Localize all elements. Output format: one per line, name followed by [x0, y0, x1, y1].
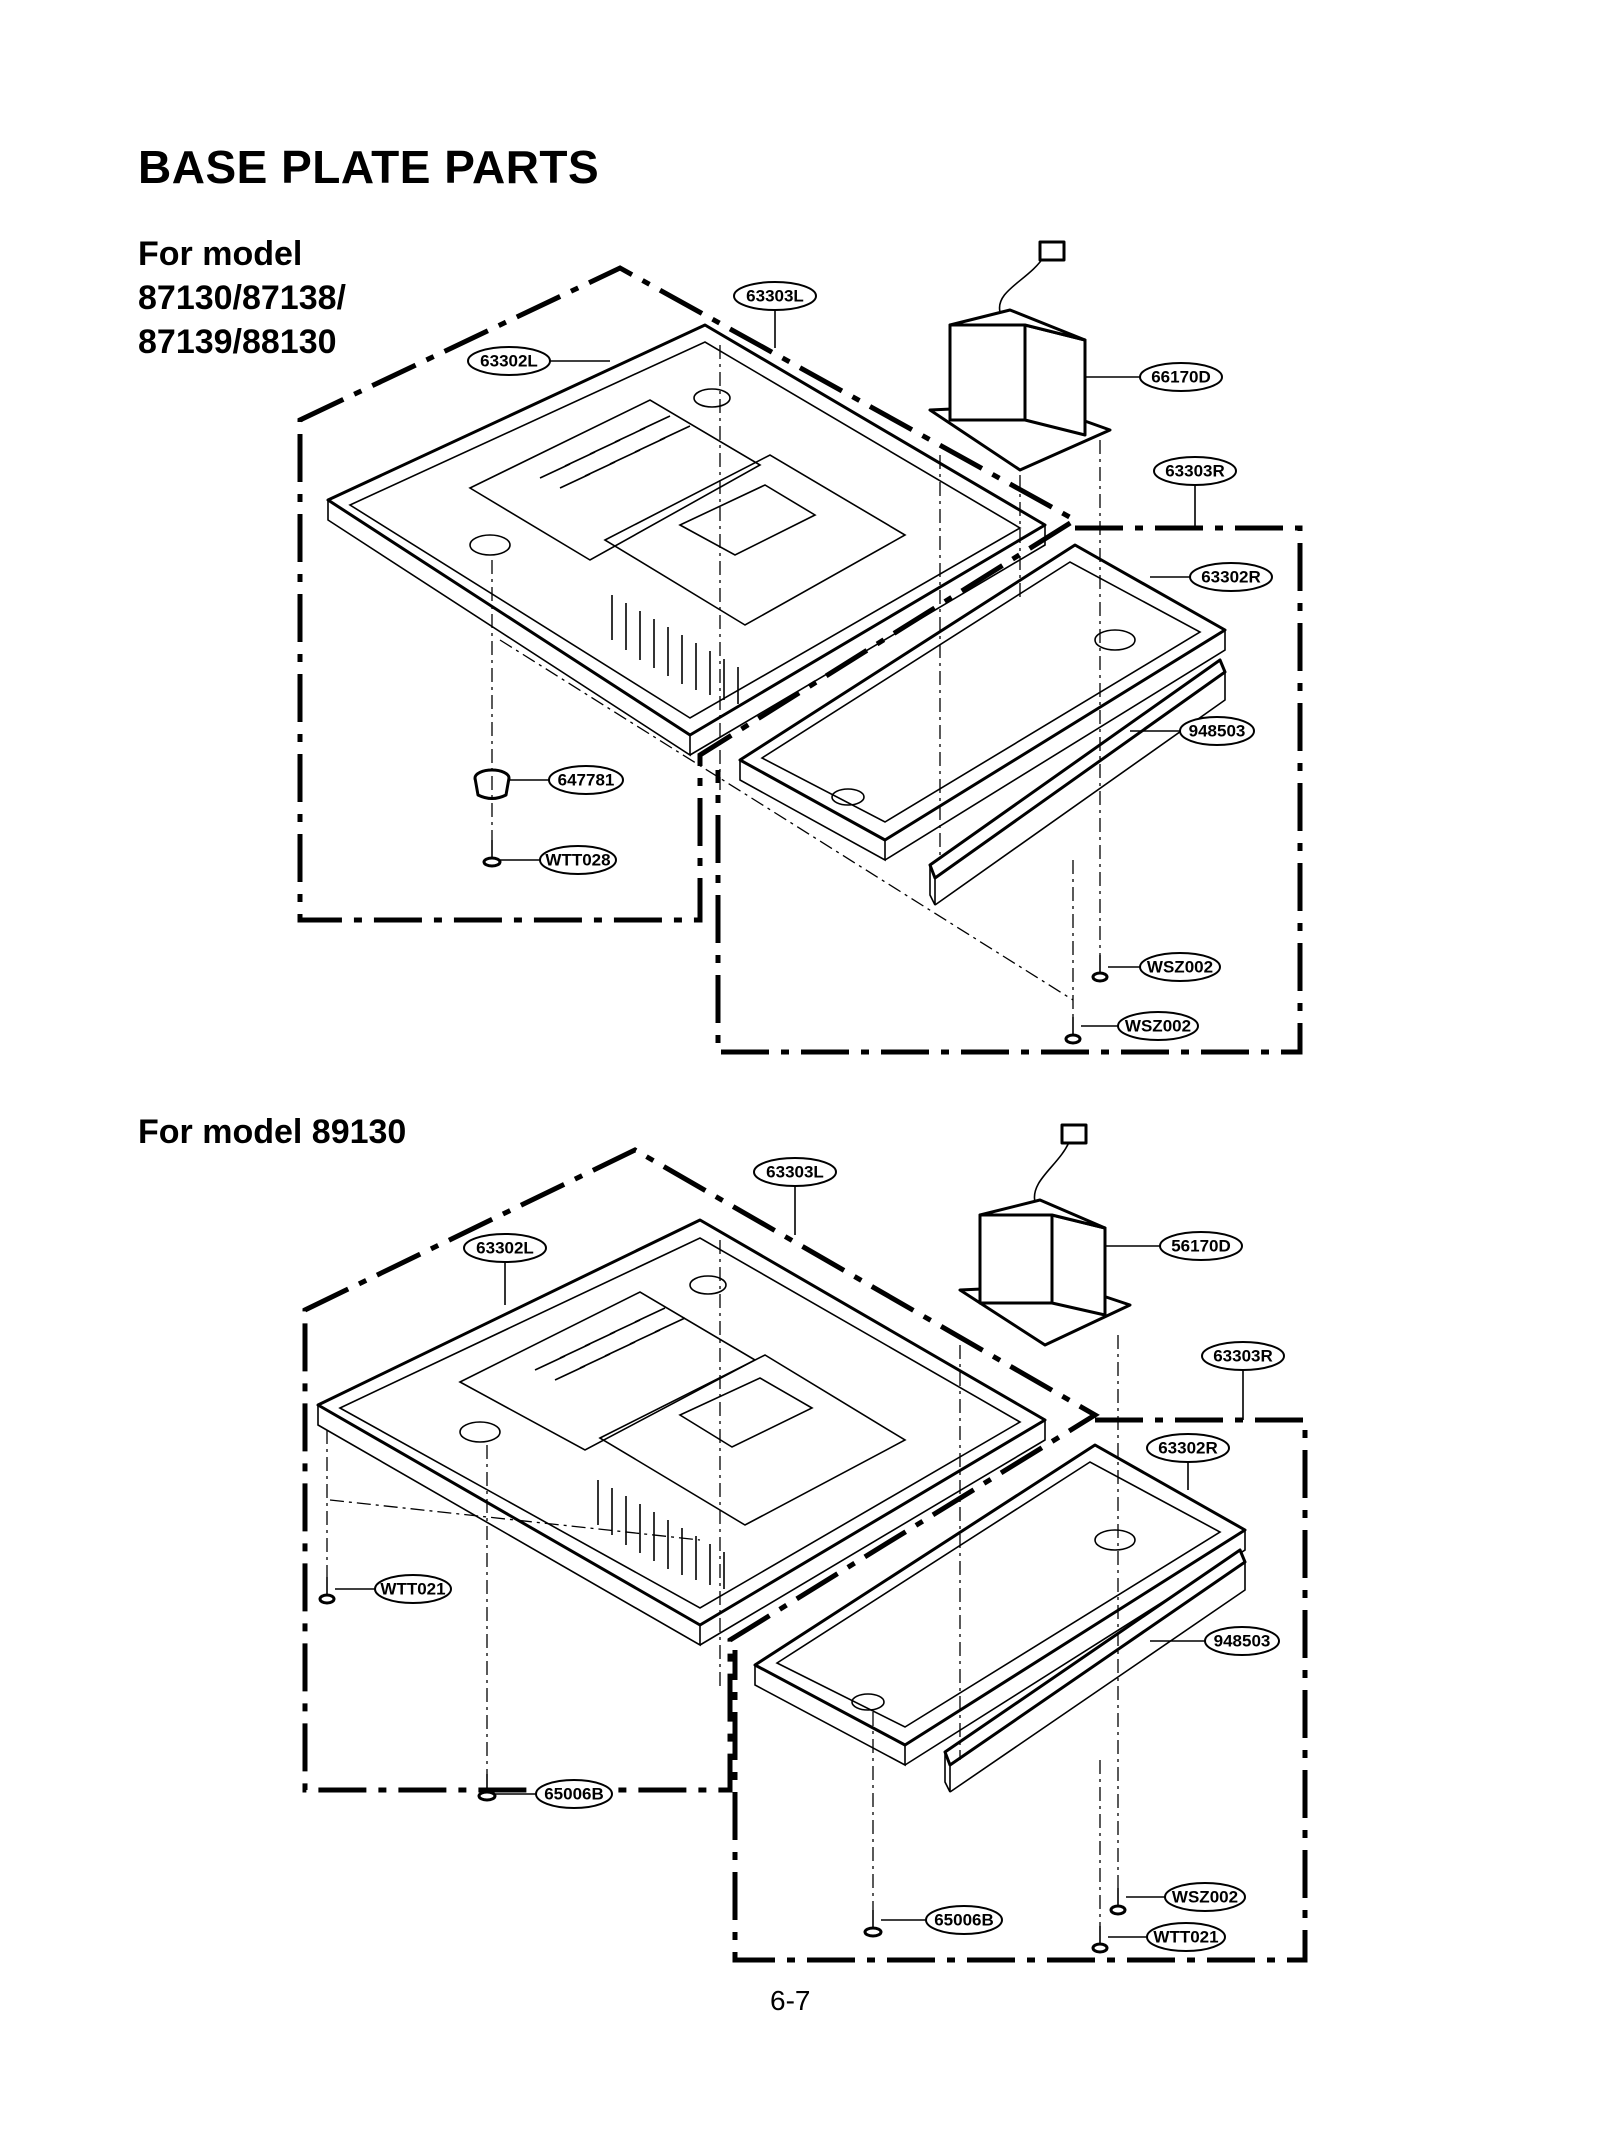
svg-text:948503: 948503 [1189, 722, 1246, 741]
callout-65006B-b: 65006B [881, 1905, 1003, 1935]
callout-63303R: 63303R [1153, 456, 1237, 528]
svg-text:56170D: 56170D [1171, 1237, 1231, 1256]
foam-strip-948503 [928, 658, 1227, 906]
screw-WSZ002-b [1064, 1017, 1082, 1045]
callout-WTT021-b: WTT021 [1108, 1922, 1226, 1952]
page-number: 6-7 [770, 1985, 811, 2016]
foam-strip-948503-b [943, 1548, 1247, 1793]
callout-63303L: 63303L [733, 281, 817, 348]
callout-WSZ002-a: WSZ002 [1108, 952, 1221, 982]
base-plate-right [738, 543, 1227, 862]
screw-WTT021-a [318, 1577, 336, 1605]
base-plate-right-b [753, 1443, 1247, 1767]
svg-text:WSZ002: WSZ002 [1125, 1017, 1191, 1036]
section-b-heading: For model 89130 [138, 1110, 406, 1154]
screw-WTT021-b [1091, 1926, 1109, 1954]
svg-text:WTT021: WTT021 [380, 1580, 445, 1599]
svg-text:63303R: 63303R [1213, 1347, 1273, 1366]
frame-63303L-b [302, 1147, 1100, 1793]
svg-text:65006B: 65006B [544, 1785, 604, 1804]
alignment-lines-a [491, 345, 1101, 1017]
callout-63302L-b: 63302L [463, 1233, 547, 1305]
callout-56170D: 56170D [1105, 1231, 1243, 1261]
svg-text:63302L: 63302L [476, 1239, 534, 1258]
svg-text:63303L: 63303L [746, 287, 804, 306]
svg-text:647781: 647781 [558, 771, 615, 790]
frame-63303R-b [732, 1417, 1308, 1963]
alignment-lines-b [326, 1240, 1119, 1926]
callout-63303R-b: 63303R [1201, 1341, 1285, 1420]
frame-63303L [297, 265, 1080, 923]
screw-65006B-b [863, 1910, 883, 1938]
section-a-heading-line: 87139/88130 [138, 323, 337, 361]
svg-text:WSZ002: WSZ002 [1147, 958, 1213, 977]
page-title: BASE PLATE PARTS [138, 141, 600, 193]
callout-63302R-b: 63302R [1146, 1433, 1230, 1490]
callout-63302L: 63302L [467, 346, 610, 376]
callout-63303L-b: 63303L [753, 1157, 837, 1235]
svg-text:WSZ002: WSZ002 [1172, 1888, 1238, 1907]
callout-63302R: 63302R [1150, 562, 1273, 592]
exploded-diagram-a: 63303L 63302L 66170D 63303R 63302R 94850… [297, 240, 1303, 1055]
callout-WTT021-a: WTT021 [335, 1574, 452, 1604]
callout-948503-b: 948503 [1150, 1626, 1280, 1656]
section-a-heading: For model 87130/87138/ 87139/88130 [138, 232, 346, 364]
callout-WTT028: WTT028 [500, 845, 617, 875]
frame-63303R [715, 525, 1303, 1055]
screw-65006B-a [477, 1774, 497, 1802]
callout-WSZ002-b: WSZ002 [1081, 1011, 1199, 1041]
callout-WSZ002-c: WSZ002 [1126, 1882, 1246, 1912]
svg-text:63303R: 63303R [1165, 462, 1225, 481]
section-a-heading-line: 87130/87138/ [138, 279, 346, 317]
svg-text:63303L: 63303L [766, 1163, 824, 1182]
callout-647781: 647781 [510, 765, 624, 795]
callout-948503: 948503 [1130, 716, 1255, 746]
screw-WTT028 [482, 840, 502, 868]
callout-66170D: 66170D [1085, 362, 1223, 392]
svg-text:WTT021: WTT021 [1153, 1928, 1218, 1947]
svg-text:63302L: 63302L [480, 352, 538, 371]
screw-WSZ002-c [1109, 1888, 1127, 1916]
section-a-heading-line: For model [138, 235, 303, 273]
svg-text:66170D: 66170D [1151, 368, 1211, 387]
svg-text:65006B: 65006B [934, 1911, 994, 1930]
transformer-66170D [928, 240, 1112, 472]
transformer-56170D [958, 1123, 1132, 1347]
callout-65006B-a: 65006B [495, 1779, 613, 1809]
svg-text:63302R: 63302R [1158, 1439, 1218, 1458]
svg-text:WTT028: WTT028 [545, 851, 610, 870]
screw-WSZ002-a [1091, 955, 1109, 983]
svg-text:63302R: 63302R [1201, 568, 1261, 587]
exploded-diagram-b: 63303L 63302L 56170D 63303R 63302R 94850… [302, 1123, 1308, 1963]
section-b-heading-line: For model 89130 [138, 1113, 407, 1151]
svg-text:948503: 948503 [1214, 1632, 1271, 1651]
base-plate-left [326, 323, 1047, 757]
base-plate-left-b [316, 1218, 1047, 1647]
